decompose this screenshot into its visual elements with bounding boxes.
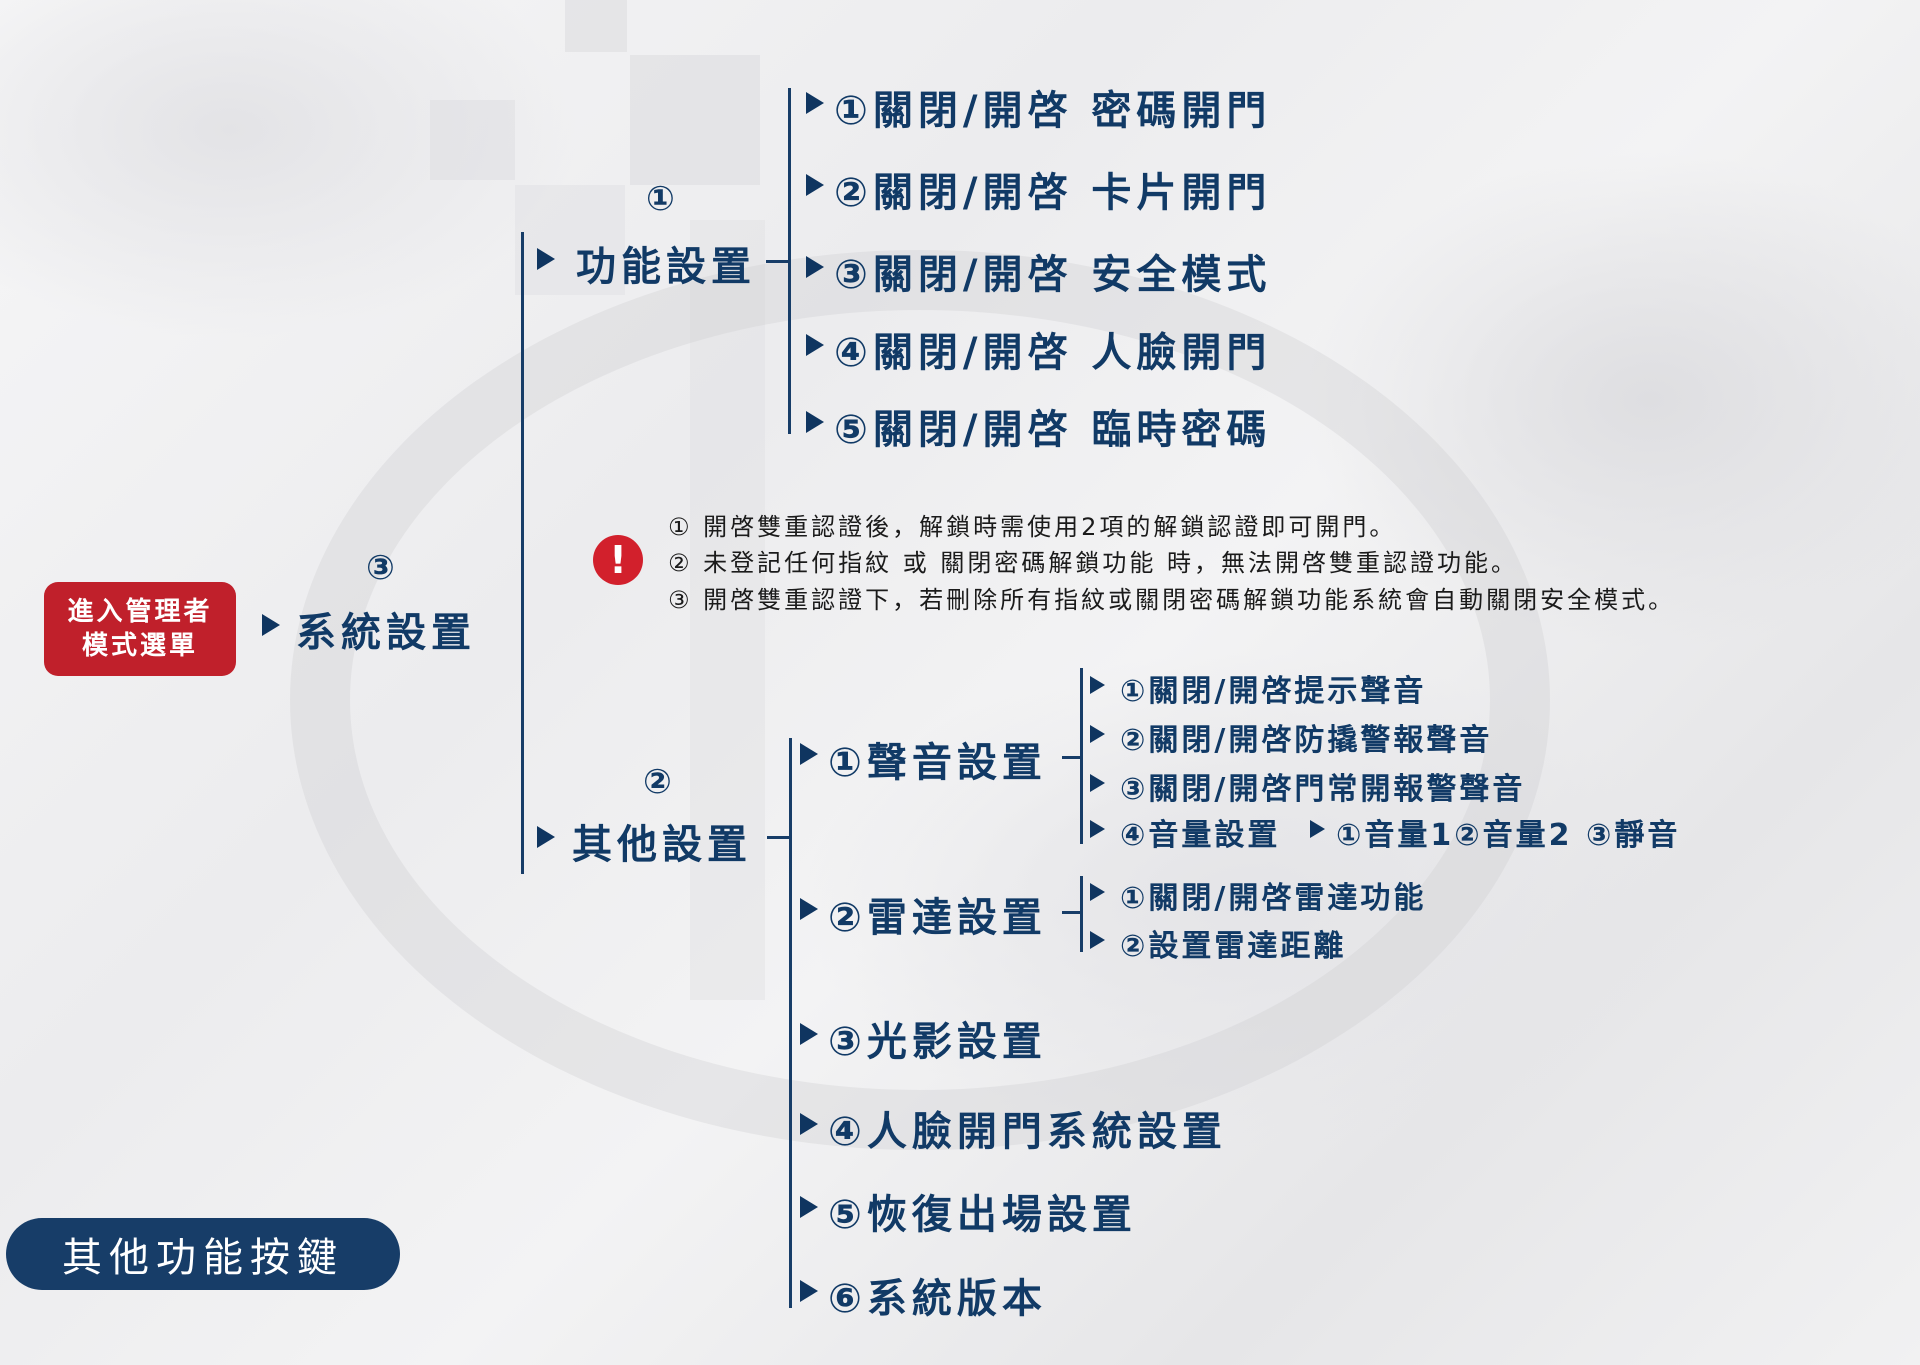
arrow-right-icon bbox=[1090, 676, 1105, 694]
other-item-3: ③光影設置 bbox=[828, 1019, 1047, 1065]
arrow-right-icon bbox=[806, 256, 824, 278]
tree-connector bbox=[1062, 756, 1080, 759]
function-item-2: ②關閉/開啓 卡片開門 bbox=[834, 170, 1272, 216]
function-item-4: ④關閉/開啓 人臉開門 bbox=[834, 330, 1272, 376]
arrow-right-icon bbox=[1310, 820, 1325, 838]
admin-menu-badge: 進入管理者 模式選單 bbox=[44, 582, 236, 676]
sound-item-1: ①關閉/開啓提示聲音 bbox=[1120, 674, 1427, 709]
other-settings-number: ② bbox=[643, 762, 672, 802]
arrow-right-icon bbox=[806, 334, 824, 356]
tree-connector bbox=[1080, 876, 1083, 952]
arrow-right-icon bbox=[537, 826, 555, 848]
arrow-right-icon bbox=[262, 614, 280, 636]
arrow-right-icon bbox=[800, 743, 818, 765]
note-3: ③ 開啓雙重認證下，若刪除所有指紋或關閉密碼解鎖功能系統會自動關閉安全模式。 bbox=[668, 586, 1676, 614]
arrow-right-icon bbox=[1090, 725, 1105, 743]
arrow-right-icon bbox=[806, 174, 824, 196]
other-item-6: ⑥系統版本 bbox=[828, 1276, 1047, 1322]
arrow-right-icon bbox=[806, 411, 824, 433]
sound-settings-label: ①聲音設置 bbox=[828, 740, 1047, 786]
arrow-right-icon bbox=[800, 1023, 818, 1045]
function-settings-number: ① bbox=[646, 179, 675, 219]
note-1: ① 開啓雙重認證後，解鎖時需使用2項的解鎖認證即可開門。 bbox=[668, 513, 1397, 541]
tree-connector bbox=[1080, 668, 1083, 844]
function-settings-label: 功能設置 bbox=[576, 244, 756, 290]
watermark-bar bbox=[690, 220, 765, 1000]
tree-connector bbox=[789, 738, 792, 1308]
tree-connector bbox=[788, 88, 791, 434]
tree-connector bbox=[1062, 911, 1080, 914]
admin-menu-line1: 進入管理者 bbox=[67, 597, 213, 627]
function-item-3: ③關閉/開啓 安全模式 bbox=[834, 252, 1272, 298]
other-settings-label: 其他設置 bbox=[572, 822, 752, 868]
watermark-square bbox=[565, 0, 627, 52]
other-item-4: ④人臉開門系統設置 bbox=[828, 1109, 1227, 1155]
tree-connector bbox=[767, 836, 789, 839]
radar-item-1: ①關閉/開啓雷達功能 bbox=[1120, 881, 1427, 916]
arrow-right-icon bbox=[800, 1280, 818, 1302]
arrow-right-icon bbox=[1090, 883, 1105, 901]
system-settings-label: 系統設置 bbox=[296, 610, 476, 656]
arrow-right-icon bbox=[806, 92, 824, 114]
watermark-square bbox=[515, 185, 625, 295]
sound-item-2: ②關閉/開啓防撬警報聲音 bbox=[1120, 723, 1493, 758]
tree-connector bbox=[521, 232, 524, 874]
arrow-right-icon bbox=[1090, 820, 1105, 838]
arrow-right-icon bbox=[800, 1113, 818, 1135]
system-settings-number: ③ bbox=[366, 548, 395, 588]
other-item-5: ⑤恢復出場設置 bbox=[828, 1192, 1137, 1238]
sound-item-3: ③關閉/開啓門常開報警聲音 bbox=[1120, 772, 1526, 807]
volume-options: ①音量1②音量2 ③靜音 bbox=[1336, 818, 1681, 853]
note-2: ② 未登記任何指紋 或 關閉密碼解鎖功能 時，無法開啓雙重認證功能。 bbox=[668, 549, 1519, 577]
admin-menu-line2: 模式選單 bbox=[81, 631, 198, 661]
footer-label-pill: 其他功能按鍵 bbox=[6, 1218, 400, 1290]
warning-icon: ! bbox=[593, 535, 643, 585]
arrow-right-icon bbox=[1090, 774, 1105, 792]
footer-label: 其他功能按鍵 bbox=[62, 1235, 344, 1281]
radar-settings-label: ②雷達設置 bbox=[828, 895, 1047, 941]
arrow-right-icon bbox=[537, 248, 555, 270]
watermark-square bbox=[430, 100, 515, 180]
sound-item-4: ④音量設置 bbox=[1120, 818, 1281, 853]
radar-item-2: ②設置雷達距離 bbox=[1120, 929, 1347, 964]
watermark-square bbox=[630, 55, 760, 185]
arrow-right-icon bbox=[800, 898, 818, 920]
arrow-right-icon bbox=[800, 1196, 818, 1218]
function-item-5: ⑤關閉/開啓 臨時密碼 bbox=[834, 407, 1272, 453]
arrow-right-icon bbox=[1090, 931, 1105, 949]
function-item-1: ①關閉/開啓 密碼開門 bbox=[834, 88, 1272, 134]
tree-connector bbox=[766, 260, 788, 263]
